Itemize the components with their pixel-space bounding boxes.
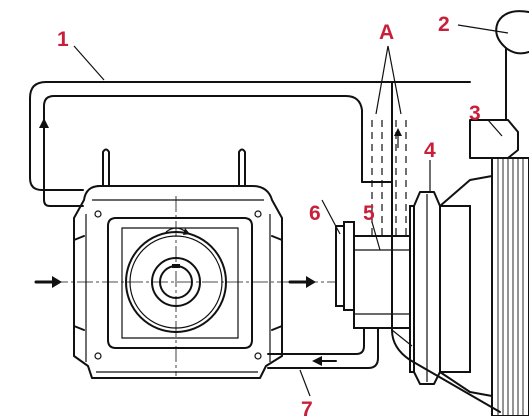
callout-3: 3 [469,102,481,125]
leader-lines-a [375,45,402,115]
callout-5: 5 [363,202,375,225]
leader-lines [73,24,509,397]
flow-arrow-small-icon [394,128,402,148]
housing-5 [353,235,415,329]
lifting-lug-left [97,148,115,187]
callout-6: 6 [309,202,321,225]
coupling-6 [335,221,355,311]
motor-3 [391,81,529,416]
pipe-7 [267,315,379,369]
flow-arrow-left-icon [312,356,337,366]
callout-labels: 1 2 3 4 5 6 7 A [57,13,481,416]
flow-arrow-up-icon [39,118,49,143]
pump-body [73,148,283,379]
callout-7: 7 [301,398,313,416]
gauge-2 [495,10,529,83]
outlet-arrow-icon [288,276,316,288]
callout-2: 2 [438,13,450,36]
lifting-lug-right [233,148,251,187]
pipe-1 [29,81,471,207]
callout-1: 1 [57,28,69,51]
inlet-arrow-icon [34,276,62,288]
callout-a: A [379,21,394,44]
fan-4 [409,191,471,385]
callout-4: 4 [424,139,436,162]
